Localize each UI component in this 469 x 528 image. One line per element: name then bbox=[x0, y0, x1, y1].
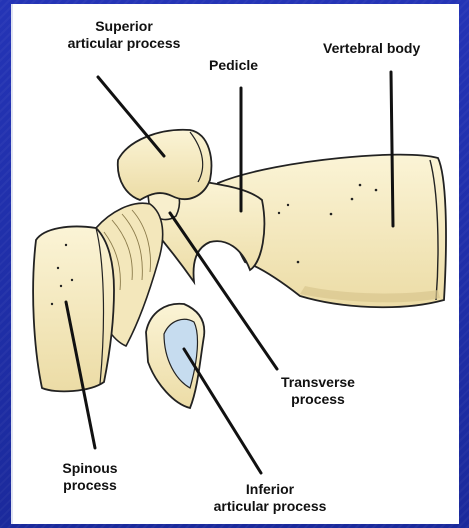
superior-label-line1: Superior bbox=[58, 18, 190, 35]
spinous-label-line2: process bbox=[50, 477, 130, 494]
superior-articular-process-shape bbox=[118, 130, 212, 200]
pedicle-label: Pedicle bbox=[209, 57, 258, 74]
leader-inferior-articular bbox=[184, 349, 261, 473]
spinous-label-line1: Spinous bbox=[50, 460, 130, 477]
superior-label-line2: articular process bbox=[58, 35, 190, 52]
inferior-label-line2: articular process bbox=[200, 498, 340, 515]
inferior-articular-process-label: Inferior articular process bbox=[200, 481, 340, 515]
vertebral-body-label: Vertebral body bbox=[323, 40, 420, 57]
inferior-label-line1: Inferior bbox=[200, 481, 340, 498]
transverse-label-line2: process bbox=[270, 391, 366, 408]
leader-vertebral-body bbox=[391, 72, 393, 226]
superior-articular-process-label: Superior articular process bbox=[58, 18, 190, 52]
spinous-process-label: Spinous process bbox=[50, 460, 130, 494]
transverse-process-label: Transverse process bbox=[270, 374, 366, 408]
transverse-label-line1: Transverse bbox=[270, 374, 366, 391]
